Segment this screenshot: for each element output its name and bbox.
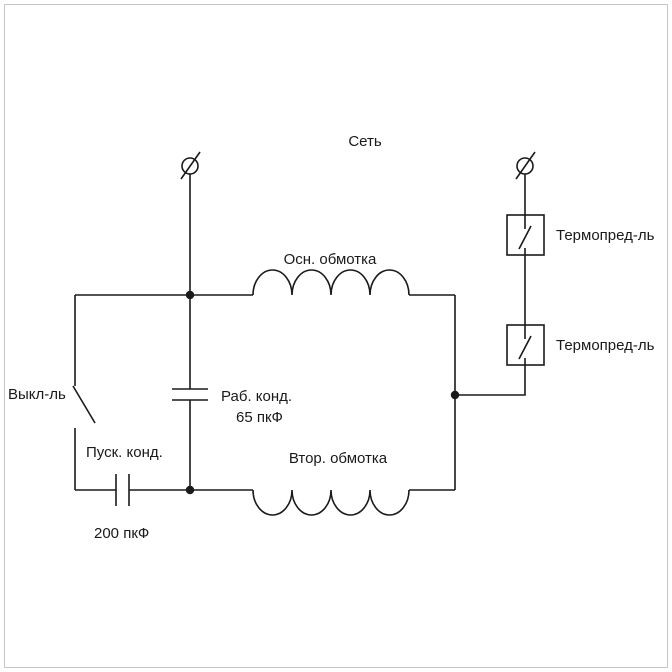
mains-label: Сеть bbox=[348, 133, 382, 150]
junction-bottom-node bbox=[185, 485, 195, 495]
switch-label: Выкл-ль bbox=[8, 386, 66, 403]
start-capacitor-icon bbox=[115, 474, 130, 506]
run-capacitor-value: 65 пкФ bbox=[236, 409, 283, 426]
thermal-fuse-top-icon bbox=[506, 214, 545, 256]
junction-top-node bbox=[185, 290, 195, 300]
secondary-winding-label: Втор. обмотка bbox=[289, 450, 388, 467]
thermal-fuse-bottom-label: Термопред-ль bbox=[556, 337, 655, 354]
secondary-winding-coil-icon bbox=[252, 489, 410, 516]
thermal-fuse-bottom-icon bbox=[506, 324, 545, 366]
switch-blade-icon bbox=[72, 385, 96, 424]
start-capacitor-label: Пуск. конд. bbox=[86, 444, 163, 461]
run-capacitor-icon bbox=[172, 388, 208, 401]
main-winding-coil-icon bbox=[252, 269, 410, 296]
wire-fuses-to-node bbox=[455, 365, 526, 396]
main-winding-label: Осн. обмотка bbox=[284, 251, 377, 268]
thermal-fuse-top-label: Термопред-ль bbox=[556, 227, 655, 244]
junction-right-node bbox=[450, 390, 460, 400]
start-capacitor-value: 200 пкФ bbox=[94, 525, 149, 542]
run-capacitor-label: Раб. конд. bbox=[221, 388, 292, 405]
